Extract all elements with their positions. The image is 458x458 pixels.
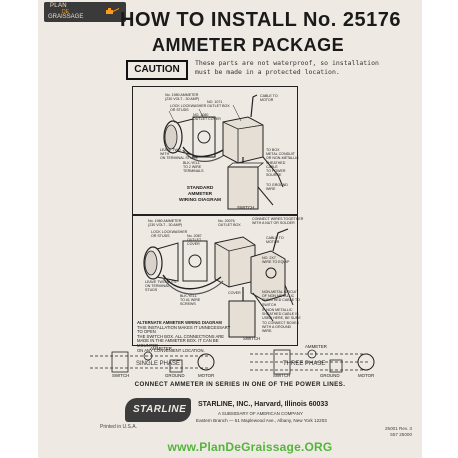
d1-conduit-label: TO BOX METAL CONDUIT OR NON-METALLIC SHE…	[266, 148, 299, 178]
d2-lockwasher-label: LOCK LOCKWASHER OR STUDS	[151, 230, 188, 239]
caution-badge: CAUTION	[126, 60, 188, 80]
logo-line2: DE	[62, 9, 69, 15]
d2-cable-label: CABLE TO MOTOR	[266, 236, 284, 245]
phase-switch-left: SWITCH	[112, 373, 130, 378]
logo-line3: GRAISSAGE	[48, 14, 84, 20]
d2-sheathed-label: NON-METAL CIRCUIT OF NON METALLIC SHEATH…	[262, 290, 300, 307]
d2-wirenut-label: NO. 2X7 WIRE TO EQUIP	[262, 256, 290, 265]
plan-de-graissage-logo: PLAN DE GRAISSAGE	[44, 2, 126, 22]
d2-outlet-box-label: No. 20076 OUTLET BOX	[218, 219, 241, 228]
company-subsidiary: A SUBSIDIARY OF AMERICAN COMPANY	[218, 411, 303, 416]
form-number: 25001 Rev. 3 557 25000	[385, 426, 412, 437]
d2-connect-label: CONNECT WIRES TOGETHER WITH A NUT OR SOL…	[252, 217, 304, 226]
phase-motor-right: MOTOR	[358, 373, 375, 378]
d2-ammeter-label: No. 1980 AMMETER (230 VOLT - 30 AMP)	[148, 219, 183, 228]
d1-lockwasher-label: LOCK LOCKWASHER OR STUDS	[170, 104, 207, 113]
d2-outlet-cover-label: No. 2087 OUTLET COVER	[187, 234, 202, 247]
d1-ground-label: TO GROUND WIRE	[266, 183, 288, 192]
starline-logo: STARLINE	[125, 398, 191, 422]
d1-outlet-box-label: NO. 1071 OUTLET BOX	[207, 100, 230, 109]
standard-wiring-diagram	[163, 94, 284, 210]
page-title: HOW TO INSTALL No. 25176	[120, 9, 401, 31]
phase-ground-left: GROUND	[165, 373, 185, 378]
phase-ammeter-left: AMMETER	[150, 346, 172, 351]
d2-cover-label: COVER	[228, 291, 241, 295]
caution-text-line2: must be made in a protected location.	[195, 68, 340, 76]
manual-page	[38, 0, 422, 458]
d1-blk-yell-label: BLK-YELL TO 2 WIRE TERMINALS	[183, 161, 204, 174]
d2-caption: ALTERNATE AMMETER WIRING DIAGRAM THIS IN…	[137, 320, 231, 353]
standard-wiring-diagram-frame	[132, 86, 298, 216]
d1-terminal-label: LEAVE TWO WITH ON TERMINAL STUDS	[160, 148, 198, 161]
d1-caption: STANDARD AMMETER WIRING DIAGRAM	[178, 186, 222, 203]
caution-text-line1: These parts are not waterproof, so insta…	[195, 59, 379, 67]
logo-line1: PLAN	[50, 3, 67, 9]
caution-text: These parts are not waterproof, so insta…	[195, 59, 395, 77]
d2-ground-label: IF NON METALLIC SHEATHED CABLE IS USED H…	[262, 308, 301, 334]
single-phase-label: SINGLE PHASE	[136, 361, 181, 367]
d1-outlet-cover-label: NO. 1080 OUTLET COVER	[193, 113, 221, 122]
company-name: STARLINE, INC., Harvard, Illinois 60033	[198, 401, 329, 408]
phase-ammeter-right: AMMETER	[305, 344, 327, 349]
oil-can-icon	[106, 8, 119, 14]
connect-instruction: CONNECT AMMETER IN SERIES IN ONE OF THE …	[134, 381, 346, 388]
three-phase-label: THREE PHASE	[283, 361, 326, 367]
page-subtitle: AMMETER PACKAGE	[152, 35, 345, 55]
phase-motor-left: MOTOR	[198, 373, 215, 378]
d2-switch-label: SWITCH	[243, 336, 261, 341]
d1-switch-label: SWITCH	[237, 205, 255, 210]
d1-ammeter-label: No. 1980 AMMETER (230 VOLT - 30 AMP)	[165, 93, 200, 102]
d2-blk-yell-label: BLK-YELL TO #1 WIRE SCREWS	[180, 294, 201, 307]
starline-logo-text: STARLINE	[133, 404, 187, 415]
watermark-url: www.PlanDeGraissage.ORG	[167, 440, 333, 454]
alternate-wiring-diagram	[143, 228, 294, 338]
d1-cable-label: CABLE TO MOTOR	[260, 94, 278, 103]
company-branch: Eastern Branch — 51 Maplewood Ave., Alba…	[196, 418, 327, 423]
alternate-wiring-diagram-frame	[132, 214, 298, 346]
d2-terminal-label: LEAVE TWO NUTS ON TERMINAL STUDS	[145, 280, 177, 293]
phase-diagrams	[90, 349, 375, 375]
phase-switch-right: SWITCH	[273, 373, 291, 378]
printed-in-usa: Printed in U.S.A.	[100, 424, 137, 430]
phase-ground-right: GROUND	[320, 373, 340, 378]
